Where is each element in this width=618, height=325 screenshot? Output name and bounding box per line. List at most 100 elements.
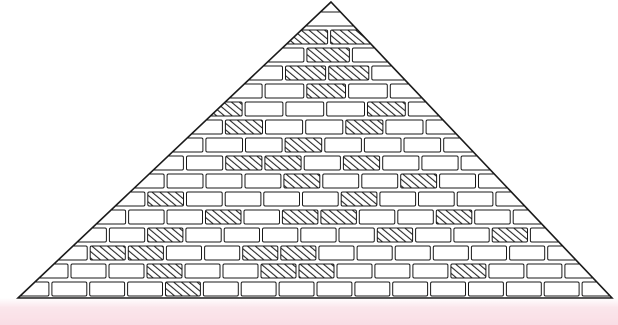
hatched-brick	[285, 138, 322, 152]
plain-brick	[404, 138, 441, 152]
plain-brick	[203, 282, 238, 296]
plain-brick	[433, 246, 468, 260]
hatched-brick	[377, 228, 412, 242]
plain-brick	[386, 120, 423, 134]
hatched-brick	[307, 48, 350, 62]
hatched-brick	[451, 264, 486, 278]
hatched-brick	[281, 30, 328, 44]
plain-brick	[303, 192, 339, 206]
hatched-brick	[225, 120, 262, 134]
plain-brick	[471, 246, 506, 260]
hatched-brick	[368, 102, 406, 116]
plain-brick	[506, 282, 541, 296]
hatched-brick	[331, 30, 378, 44]
plain-brick	[317, 282, 352, 296]
plain-brick	[359, 210, 395, 224]
plain-brick	[263, 228, 298, 242]
hatched-brick	[226, 156, 262, 170]
plain-brick	[246, 138, 283, 152]
plain-brick	[383, 156, 419, 170]
plain-brick	[166, 246, 201, 260]
plain-brick	[440, 174, 476, 188]
plain-brick	[167, 210, 203, 224]
plain-brick	[129, 210, 165, 224]
plain-brick	[109, 228, 144, 242]
plain-brick	[380, 192, 416, 206]
plain-brick	[279, 282, 314, 296]
hatched-brick	[346, 120, 383, 134]
hatched-brick	[206, 210, 242, 224]
hatched-brick	[401, 174, 437, 188]
plain-brick	[264, 192, 300, 206]
plain-brick	[261, 48, 304, 62]
hatched-brick	[147, 264, 182, 278]
brick-rows	[14, 12, 617, 296]
hatched-brick	[286, 66, 326, 80]
hatched-brick	[243, 246, 278, 260]
hatched-brick	[281, 246, 316, 260]
hatched-brick	[307, 84, 346, 98]
plain-brick	[304, 156, 340, 170]
plain-brick	[33, 264, 68, 278]
plain-brick	[357, 246, 392, 260]
plain-brick	[187, 192, 223, 206]
plain-brick	[14, 282, 49, 296]
plain-brick	[510, 246, 545, 260]
hatched-brick	[343, 156, 379, 170]
plain-brick	[185, 264, 220, 278]
hatched-brick	[284, 174, 320, 188]
plain-brick	[71, 264, 106, 278]
hatched-brick	[148, 228, 183, 242]
hatched-brick	[90, 246, 125, 260]
plain-brick	[301, 228, 336, 242]
plain-brick	[323, 174, 359, 188]
hatched-brick	[436, 210, 472, 224]
plain-brick	[454, 228, 489, 242]
hatched-brick	[492, 228, 527, 242]
plain-brick	[475, 210, 511, 224]
plain-brick	[419, 192, 455, 206]
plain-brick	[364, 138, 401, 152]
plain-brick	[265, 84, 304, 98]
plain-brick	[90, 282, 125, 296]
hatched-brick	[166, 282, 201, 296]
plain-brick	[352, 48, 395, 62]
plain-brick	[205, 246, 240, 260]
plain-brick	[413, 264, 448, 278]
plain-brick	[245, 174, 281, 188]
plain-brick	[306, 120, 343, 134]
hatched-brick	[128, 246, 163, 260]
plain-brick	[325, 138, 362, 152]
plain-brick	[186, 228, 221, 242]
hatched-brick	[265, 156, 301, 170]
plain-brick	[109, 264, 144, 278]
plain-brick	[544, 282, 579, 296]
hatched-brick	[299, 264, 334, 278]
plain-brick	[52, 282, 87, 296]
plain-brick	[245, 102, 283, 116]
hatched-brick	[261, 264, 296, 278]
plain-brick	[224, 228, 259, 242]
plain-brick	[395, 246, 430, 260]
plain-brick	[422, 156, 458, 170]
plain-brick	[187, 156, 223, 170]
plain-brick	[489, 264, 524, 278]
plain-brick	[286, 102, 324, 116]
plain-brick	[206, 138, 243, 152]
plain-brick	[244, 210, 280, 224]
plain-brick	[469, 282, 504, 296]
plain-brick	[355, 282, 390, 296]
plain-brick	[393, 282, 428, 296]
plain-brick	[398, 210, 434, 224]
plain-brick	[128, 282, 163, 296]
plain-brick	[206, 174, 242, 188]
hatched-brick	[148, 192, 184, 206]
plain-brick	[416, 228, 451, 242]
plain-brick	[319, 246, 354, 260]
plain-brick	[167, 174, 203, 188]
plain-brick	[241, 282, 276, 296]
plain-brick	[372, 66, 412, 80]
plain-brick	[266, 120, 303, 134]
ground-band	[0, 298, 618, 325]
